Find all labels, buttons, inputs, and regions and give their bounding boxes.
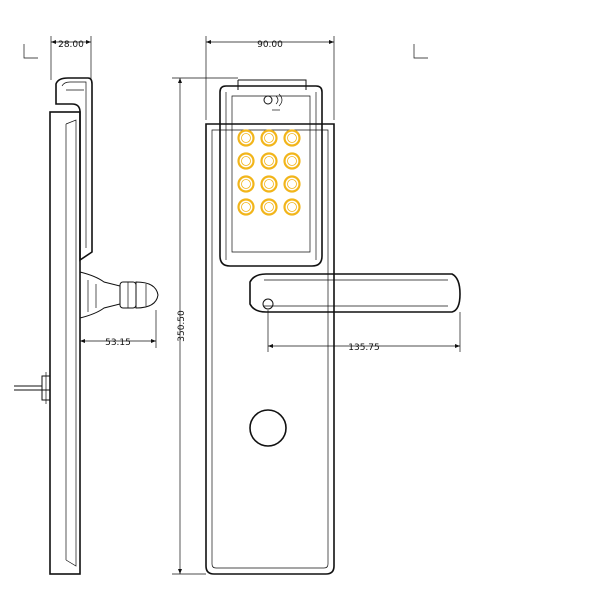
keypad-key — [260, 198, 278, 216]
keypad-housing — [219, 85, 323, 267]
keypad-grid — [237, 129, 301, 216]
side-projection-dimension: 53.15 — [79, 310, 157, 348]
keypad-key-inner-ring — [241, 179, 251, 189]
front-lever-handle — [249, 273, 461, 313]
keypad-key-inner-ring — [241, 133, 251, 143]
card-reader-icon — [263, 93, 283, 111]
front-plate-outline — [205, 123, 335, 575]
side-view: 28.00 53.15 — [14, 36, 159, 575]
side-projection-label: 53.15 — [105, 338, 131, 348]
front-height-dimension: 350.50 — [172, 77, 238, 575]
keypad-key-inner-ring — [287, 156, 297, 166]
keypad-key-inner-ring — [264, 133, 274, 143]
side-lever — [79, 271, 159, 319]
keypad-key — [283, 129, 301, 147]
side-width-label: 28.00 — [58, 40, 84, 50]
keypad-key — [237, 129, 255, 147]
keypad-key — [237, 198, 255, 216]
keypad-key — [283, 198, 301, 216]
keypad-key — [237, 152, 255, 170]
keypad-key-inner-ring — [287, 202, 297, 212]
side-housing-outline — [55, 77, 93, 262]
keypad-key — [260, 152, 278, 170]
front-height-label: 350.50 — [177, 310, 187, 342]
keypad-key-inner-ring — [264, 202, 274, 212]
front-view: 90.00 350.50 — [172, 36, 461, 575]
side-body-outline — [49, 111, 81, 575]
side-spindle — [14, 372, 51, 404]
keypad-key — [283, 152, 301, 170]
keypad-key — [260, 129, 278, 147]
keypad-key — [237, 175, 255, 193]
side-width-dimension: 28.00 — [50, 36, 92, 80]
keypad-key — [260, 175, 278, 193]
key-cylinder — [249, 409, 287, 447]
keypad-key — [283, 175, 301, 193]
keypad-key-inner-ring — [264, 156, 274, 166]
keypad-key-inner-ring — [264, 179, 274, 189]
keypad-key-inner-ring — [287, 133, 297, 143]
front-width-label: 90.00 — [257, 40, 283, 50]
front-handle-dimension: 135.75 — [267, 310, 461, 353]
corner-marks — [23, 44, 428, 59]
keypad-key-inner-ring — [287, 179, 297, 189]
front-handle-label: 135.75 — [348, 343, 380, 353]
keypad-key-inner-ring — [241, 156, 251, 166]
keypad-key-inner-ring — [241, 202, 251, 212]
